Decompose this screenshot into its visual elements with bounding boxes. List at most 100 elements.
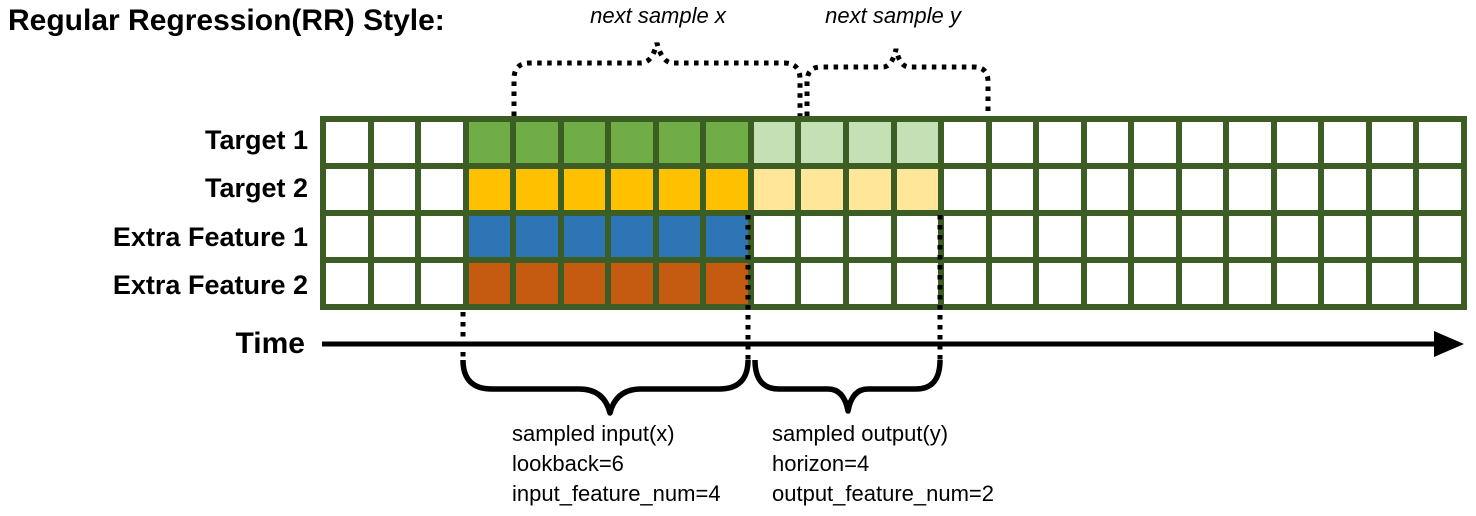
grid-cell: [753, 122, 796, 163]
grid-cell: [1086, 263, 1129, 304]
grid-cell: [1086, 216, 1129, 257]
grid-cell: [991, 122, 1034, 163]
grid-cell: [1039, 122, 1081, 163]
grid-cell: [1229, 169, 1271, 210]
grid-cell: [563, 263, 606, 304]
row-label-extra-feature-1: Extra Feature 1: [112, 221, 308, 252]
grid-cell: [1419, 216, 1461, 257]
sampled-output-title: sampled output(y): [772, 421, 949, 446]
grid-cell: [421, 122, 463, 163]
grid-cell: [1419, 122, 1461, 163]
grid-cell: [611, 122, 653, 163]
row-labels: Target 1 Target 2 Extra Feature 1 Extra …: [40, 116, 308, 310]
grid-cell: [421, 263, 463, 304]
grid-cell: [373, 169, 416, 210]
grid-cell: [896, 263, 939, 304]
grid-cell: [611, 216, 653, 257]
grid-cell: [1134, 263, 1176, 304]
grid-cell: [1419, 169, 1461, 210]
grid-cell: [468, 263, 511, 304]
grid-cell: [801, 169, 843, 210]
grid-cell: [611, 169, 653, 210]
input-feature-num: input_feature_num=4: [512, 481, 721, 506]
grid-cell: [468, 122, 511, 163]
grid-cell: [944, 122, 986, 163]
grid-cell: [801, 122, 843, 163]
grid-cell: [658, 263, 701, 304]
grid-cell: [944, 216, 986, 257]
grid-cell: [563, 122, 606, 163]
grid-cell: [326, 263, 368, 304]
grid-cell: [848, 169, 891, 210]
grid-cell: [991, 216, 1034, 257]
grid-cell: [1086, 122, 1129, 163]
grid-cell: [896, 122, 939, 163]
grid-cell: [658, 169, 701, 210]
grid-cell: [944, 263, 986, 304]
grid-cell: [1181, 122, 1224, 163]
grid-cell: [801, 216, 843, 257]
grid-cell: [706, 169, 748, 210]
grid-cell: [1276, 169, 1319, 210]
grid-cell: [1134, 216, 1176, 257]
grid-cell: [801, 263, 843, 304]
grid-cell: [658, 216, 701, 257]
grid-cell: [1134, 169, 1176, 210]
sample-grid: [320, 116, 1467, 310]
grid-cell: [706, 122, 748, 163]
grid-cell: [516, 263, 558, 304]
grid-cell: [944, 169, 986, 210]
grid-cell: [753, 263, 796, 304]
next-sample-y-brace: [804, 48, 991, 116]
grid-cell: [421, 216, 463, 257]
grid-cell: [896, 169, 939, 210]
time-axis-arrowhead: [1434, 331, 1464, 357]
next-sample-x-label: next sample x: [590, 3, 726, 28]
grid-cell: [848, 263, 891, 304]
lookback-value: lookback=6: [512, 451, 624, 476]
time-axis-label: Time: [235, 327, 305, 360]
grid-cell: [1276, 122, 1319, 163]
grid-cell: [373, 216, 416, 257]
sampled-input-brace: [460, 359, 751, 416]
grid-cell: [706, 216, 748, 257]
grid-cell: [1276, 216, 1319, 257]
grid-cell: [1134, 122, 1176, 163]
sampled-output-annotation: sampled output(y) horizon=4 output_featu…: [772, 419, 994, 509]
grid-cell: [896, 216, 939, 257]
grid-cell: [1181, 263, 1224, 304]
grid-cell: [658, 122, 701, 163]
grid-cell: [1181, 216, 1224, 257]
grid-cell: [373, 122, 416, 163]
output-feature-num: output_feature_num=2: [772, 481, 995, 506]
grid-cell: [991, 169, 1034, 210]
grid-cell: [1039, 216, 1081, 257]
row-label-target-1: Target 1: [204, 124, 308, 155]
grid-cell: [753, 216, 796, 257]
sampled-output-brace: [752, 359, 943, 414]
grid-cell: [848, 216, 891, 257]
grid-cell: [706, 263, 748, 304]
diagram-title: Regular Regression(RR) Style:: [8, 4, 445, 37]
grid-cell: [516, 122, 558, 163]
grid-cell: [563, 169, 606, 210]
sampled-input-title: sampled input(x): [512, 421, 675, 446]
next-sample-y-label: next sample y: [825, 3, 961, 28]
grid-cell: [468, 169, 511, 210]
grid-cell: [1229, 216, 1271, 257]
row-label-target-2: Target 2: [204, 173, 308, 204]
grid-cell: [421, 169, 463, 210]
grid-cell: [1371, 216, 1414, 257]
grid-cell: [1371, 169, 1414, 210]
grid-cell: [1229, 122, 1271, 163]
grid-cell: [1324, 169, 1366, 210]
grid-cell: [1229, 263, 1271, 304]
grid-cell: [326, 216, 368, 257]
horizon-value: horizon=4: [772, 451, 870, 476]
grid-cell: [1039, 263, 1081, 304]
grid-cell: [516, 169, 558, 210]
grid-cell: [848, 122, 891, 163]
grid-cell: [1324, 263, 1366, 304]
next-sample-x-brace: [511, 42, 803, 116]
grid-cell: [991, 263, 1034, 304]
